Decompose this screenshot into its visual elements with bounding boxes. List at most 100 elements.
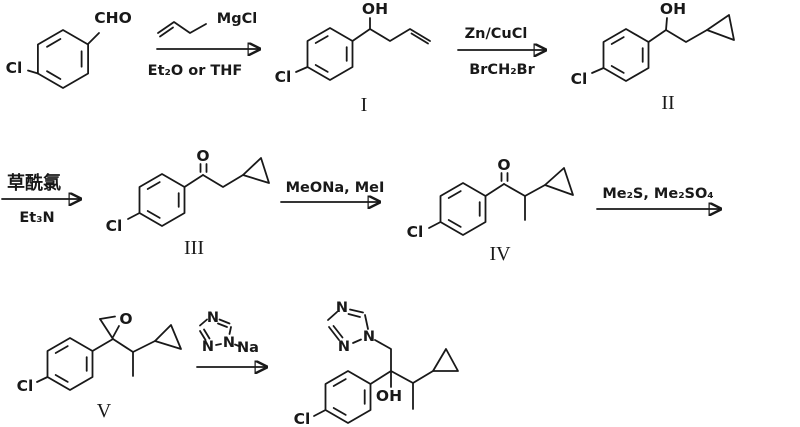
benzene-ring bbox=[439, 182, 487, 236]
bond bbox=[447, 190, 462, 199]
bond bbox=[146, 210, 161, 219]
benzene-ring bbox=[138, 173, 186, 227]
bond bbox=[27, 69, 39, 75]
bond bbox=[610, 36, 625, 45]
triazole-sodium-reagent: N N N Na bbox=[199, 310, 259, 356]
compound-numeral: III bbox=[184, 237, 204, 259]
reagent-label-top: Zn/CuCl bbox=[465, 26, 528, 42]
bond bbox=[410, 32, 429, 45]
carbonyl-oxygen-label: O bbox=[497, 156, 510, 174]
bond bbox=[203, 328, 211, 340]
cyclopropyl-ring bbox=[706, 14, 735, 41]
bond bbox=[46, 38, 62, 48]
aldehyde-label: CHO bbox=[94, 9, 132, 27]
bond bbox=[484, 183, 505, 197]
butenyl-chain bbox=[351, 28, 431, 42]
bond bbox=[349, 308, 364, 314]
cyclopropyl-ring bbox=[432, 348, 459, 372]
bond bbox=[369, 370, 392, 385]
sodium-label: Na bbox=[237, 340, 259, 356]
nitrogen-label: N bbox=[363, 329, 375, 345]
chloro-label: Cl bbox=[275, 68, 292, 86]
reactant-4-chlorobenzaldehyde: CHO Cl bbox=[6, 9, 132, 89]
chloro-label: Cl bbox=[6, 59, 23, 77]
nitrogen-label: N bbox=[336, 300, 348, 316]
bond bbox=[332, 407, 347, 416]
cyclopropyl-ring bbox=[154, 324, 182, 350]
bond bbox=[215, 343, 222, 346]
bond bbox=[159, 26, 174, 38]
chloro-label: Cl bbox=[571, 70, 588, 88]
bond bbox=[99, 315, 116, 320]
bond bbox=[665, 17, 668, 31]
reagent-label-top: 草酰氯 bbox=[7, 172, 61, 194]
bond bbox=[199, 330, 207, 341]
bond bbox=[54, 374, 69, 383]
bond bbox=[591, 67, 605, 74]
reagent-label-bottom: Et₃N bbox=[19, 210, 54, 226]
bond bbox=[138, 173, 186, 227]
n-methylene-bond bbox=[374, 339, 392, 372]
bond bbox=[313, 409, 327, 417]
reaction-step-5: Me₂S, Me₂SO₄ bbox=[596, 186, 720, 209]
chloro-label: Cl bbox=[106, 217, 123, 235]
bond bbox=[46, 337, 94, 391]
benzene-ring bbox=[46, 337, 94, 391]
bond bbox=[199, 318, 208, 327]
bond bbox=[324, 370, 372, 424]
bond bbox=[87, 32, 100, 45]
reagent-label-top: MeONa, MeI bbox=[286, 180, 385, 196]
nitrogen-label: N bbox=[338, 339, 350, 355]
benzene-ring bbox=[37, 29, 89, 89]
bond bbox=[352, 338, 362, 344]
epoxide-ring: O bbox=[99, 310, 133, 340]
methylene-chain bbox=[202, 174, 244, 188]
bond bbox=[228, 326, 232, 335]
benzene-ring bbox=[602, 28, 650, 82]
bond bbox=[314, 35, 329, 44]
bond bbox=[91, 338, 114, 352]
compound-numeral: II bbox=[661, 92, 674, 114]
bond bbox=[327, 311, 338, 321]
compound-numeral: IV bbox=[489, 243, 511, 265]
bond bbox=[332, 378, 347, 387]
bond bbox=[36, 376, 49, 383]
reaction-step-3: 草酰氯 Et₃N bbox=[1, 172, 80, 226]
cyclopropyl-ring bbox=[544, 167, 574, 196]
intermediate-II: OH Cl II bbox=[571, 0, 735, 114]
cyclopropyl-ring bbox=[242, 157, 270, 184]
intermediate-V: O Cl V bbox=[17, 310, 182, 422]
bond bbox=[127, 212, 141, 220]
bond bbox=[99, 318, 114, 340]
methine-chain bbox=[390, 370, 434, 384]
nitrogen-label: N bbox=[207, 310, 219, 326]
chloro-label: Cl bbox=[407, 223, 424, 241]
compound-numeral: V bbox=[97, 400, 112, 422]
bond bbox=[183, 174, 204, 188]
bond bbox=[364, 314, 369, 330]
benzene-ring bbox=[306, 27, 354, 81]
reagent-label-bottom: BrCH₂Br bbox=[469, 62, 535, 78]
bond bbox=[314, 64, 329, 73]
bond bbox=[295, 66, 309, 73]
chloro-label: Cl bbox=[17, 377, 34, 395]
bond bbox=[112, 325, 120, 338]
carbonyl-oxygen-label: O bbox=[196, 147, 209, 165]
triazole-ring: N N N bbox=[327, 300, 375, 355]
bond bbox=[439, 182, 487, 236]
bond bbox=[146, 181, 161, 190]
hydroxyl-label: OH bbox=[376, 387, 402, 405]
methine-chain bbox=[503, 183, 546, 197]
nitrogen-label: N bbox=[202, 339, 214, 355]
solvent-label: Et₂O or THF bbox=[148, 63, 243, 79]
bond bbox=[306, 27, 354, 81]
bond bbox=[217, 322, 228, 328]
intermediate-IV: O Cl IV bbox=[407, 156, 574, 265]
bond bbox=[218, 318, 231, 325]
intermediate-III: O Cl III bbox=[106, 147, 270, 259]
reaction-step-4: MeONa, MeI bbox=[280, 180, 385, 202]
grignard-label: MgCl bbox=[217, 11, 257, 27]
bond bbox=[428, 221, 442, 229]
benzene-ring bbox=[324, 370, 372, 424]
